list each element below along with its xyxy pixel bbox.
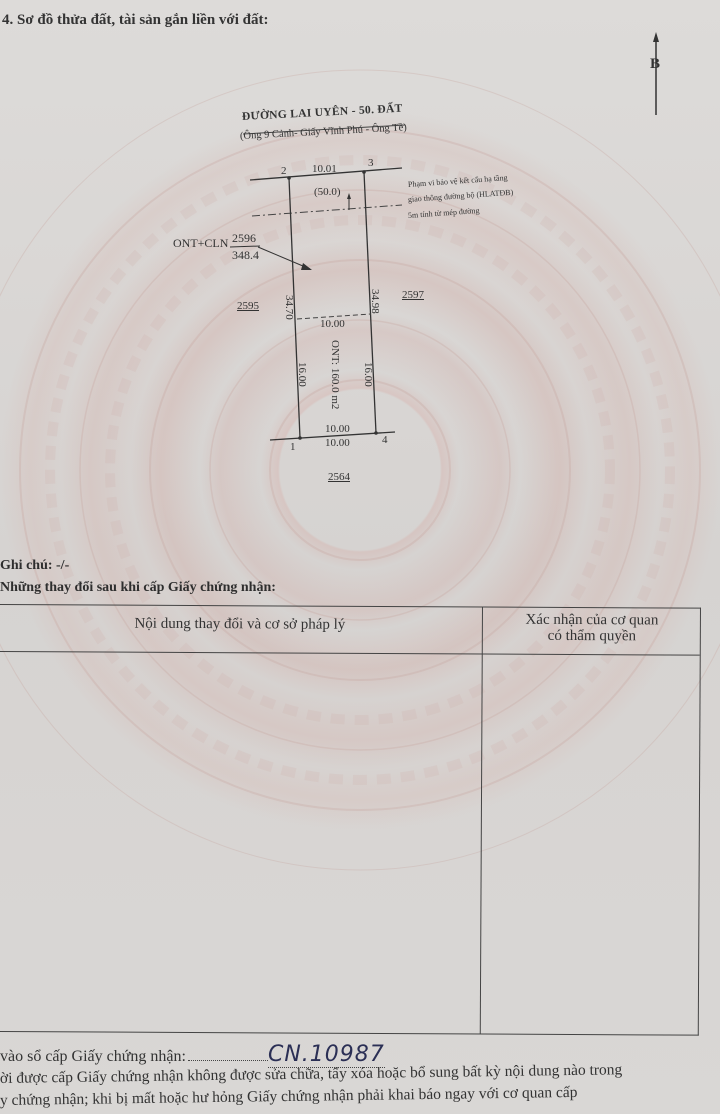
registration-number: CN.10987 <box>267 1042 385 1068</box>
changes-table: Nội dung thay đổi và cơ sở pháp lý Xác n… <box>0 604 701 1036</box>
column-divider <box>479 607 483 1034</box>
inner-right-length: 16.00 <box>362 362 374 387</box>
inner-bottom-width: 10.00 <box>325 423 350 435</box>
point-2: 2 <box>281 165 287 177</box>
north-label: B <box>650 56 661 72</box>
point-3: 3 <box>368 157 374 169</box>
bottom-edge-length: 10.00 <box>325 437 350 449</box>
point-1: 1 <box>290 441 296 453</box>
left-edge-total: 34.70 <box>283 295 295 320</box>
parcel-area: 348.4 <box>232 248 259 262</box>
point-4: 4 <box>382 434 388 446</box>
parcel-number: 2596 <box>232 231 256 245</box>
inner-area-label: ONT: 160.0 m2 <box>329 340 341 410</box>
plot-diagram <box>229 167 403 441</box>
registration-label: vào sổ cấp Giấy chứng nhận: <box>0 1048 186 1065</box>
north-arrow-icon <box>653 32 659 115</box>
changes-title: Những thay đổi sau khi cấp Giấy chứng nh… <box>0 580 276 595</box>
remark: Ghi chú: -/- <box>0 558 70 573</box>
section-title: 4. Sơ đồ thửa đất, tài sản gắn liền với … <box>2 12 269 28</box>
column-header-content: Nội dung thay đổi và cơ sở pháp lý <box>134 615 346 633</box>
neighbor-parcel-east: 2597 <box>402 289 424 301</box>
road-width-label: (50.0) <box>314 186 341 198</box>
road-underline <box>242 124 406 135</box>
dotted-leader <box>187 1060 268 1061</box>
top-edge-length: 10.01 <box>312 163 337 175</box>
registration-line: vào sổ cấp Giấy chứng nhận: CN.10987 <box>0 1042 385 1068</box>
inner-top-width: 10.00 <box>320 318 345 330</box>
neighbor-parcel-west: 2595 <box>237 300 259 312</box>
inner-left-length: 16.00 <box>296 362 308 387</box>
parcel-land-type: ONT+CLN <box>173 236 229 250</box>
neighbor-parcel-south: 2564 <box>328 471 350 483</box>
right-edge-total: 34.98 <box>369 289 381 314</box>
